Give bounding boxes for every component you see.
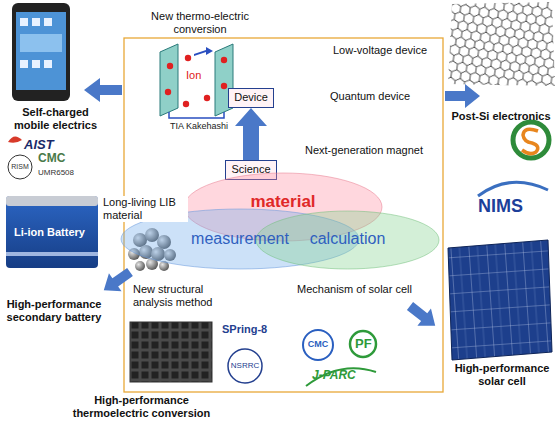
logo-text: AIST — [24, 137, 54, 153]
logo-text: CMC — [38, 151, 65, 165]
block-arrow — [235, 108, 267, 160]
project-name: TIA Kakehashi — [170, 121, 228, 132]
topic-label: Next-generation magnet — [305, 144, 423, 157]
logo-text: SPring-8 — [222, 323, 267, 336]
logo-text: CMC — [302, 339, 334, 350]
logo-text: UMR6508 — [38, 168, 74, 178]
application-caption: High-performance solar cell — [448, 362, 556, 388]
logo-text: NIMS — [478, 196, 523, 218]
topic-label: Quantum device — [330, 90, 410, 103]
topic-label: Long-living LIB material — [102, 196, 188, 222]
node-text: material — [183, 192, 383, 212]
topic-label: Low-voltage device — [333, 44, 427, 57]
application-caption: High-performance thermoelectric conversi… — [64, 394, 219, 420]
logo-text: J-PARC — [312, 368, 356, 382]
application-caption: Post-Si electronics — [446, 110, 556, 123]
application-caption: High-performance secondary battery — [3, 298, 105, 324]
node-text: Science — [231, 163, 271, 176]
logo-text: PF — [355, 336, 372, 352]
product-text: Li-ion Battery — [14, 226, 85, 239]
section-heading: New thermo-electric conversion — [140, 10, 260, 36]
logo-text: RISM — [9, 163, 31, 171]
topic-label: Mechanism of solar cell — [297, 283, 412, 296]
device-box: Device — [228, 88, 274, 108]
node-text: Device — [234, 91, 268, 104]
application-caption: Self-charged mobile electrics — [8, 106, 103, 132]
calculation-ellipse: calculation — [255, 210, 440, 270]
ion-label: Ion — [186, 69, 201, 82]
topic-label: New structural analysis method — [133, 283, 228, 309]
node-text: calculation — [255, 229, 440, 248]
logo-text: NSRRC — [228, 361, 262, 371]
